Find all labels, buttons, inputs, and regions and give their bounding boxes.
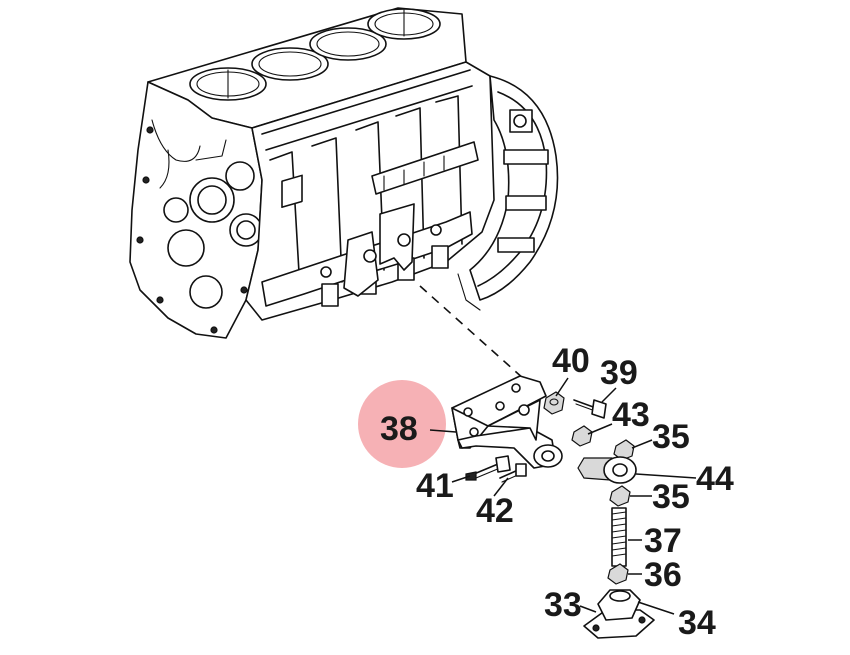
callout-43: 43 xyxy=(612,396,650,434)
cylinder-bore-3 xyxy=(309,27,387,61)
nut-36 xyxy=(607,563,629,585)
engine-mount-bracket xyxy=(451,375,563,469)
engine-block xyxy=(129,7,559,339)
callout-37: 37 xyxy=(644,522,682,560)
nut-40 xyxy=(543,391,565,415)
nut-35-lower xyxy=(609,485,631,507)
callout-labels: 40 39 38 43 35 44 41 35 42 37 36 33 34 xyxy=(380,342,734,642)
callout-35-lower: 35 xyxy=(652,478,690,516)
leader-lines xyxy=(429,377,697,615)
callout-33: 33 xyxy=(544,586,582,624)
link-arm-44 xyxy=(577,456,637,484)
callout-35-upper: 35 xyxy=(652,418,690,456)
nut-43 xyxy=(571,425,593,447)
callout-42: 42 xyxy=(476,492,514,530)
callout-39: 39 xyxy=(600,354,638,392)
bolt-39 xyxy=(573,399,607,419)
assembly-guide-line xyxy=(419,285,535,389)
cylinder-bore-2 xyxy=(251,47,329,81)
callout-36: 36 xyxy=(644,556,682,594)
callout-44: 44 xyxy=(696,460,734,498)
callout-41: 41 xyxy=(416,467,454,505)
rubber-mount-33 xyxy=(583,589,655,639)
threaded-stud-37 xyxy=(611,507,627,567)
bracket-bushing xyxy=(533,444,563,468)
callout-38: 38 xyxy=(380,410,418,448)
highlight-circle xyxy=(358,380,446,468)
nut-35-upper xyxy=(613,439,635,461)
callout-40: 40 xyxy=(552,342,590,380)
callout-34: 34 xyxy=(678,604,716,642)
